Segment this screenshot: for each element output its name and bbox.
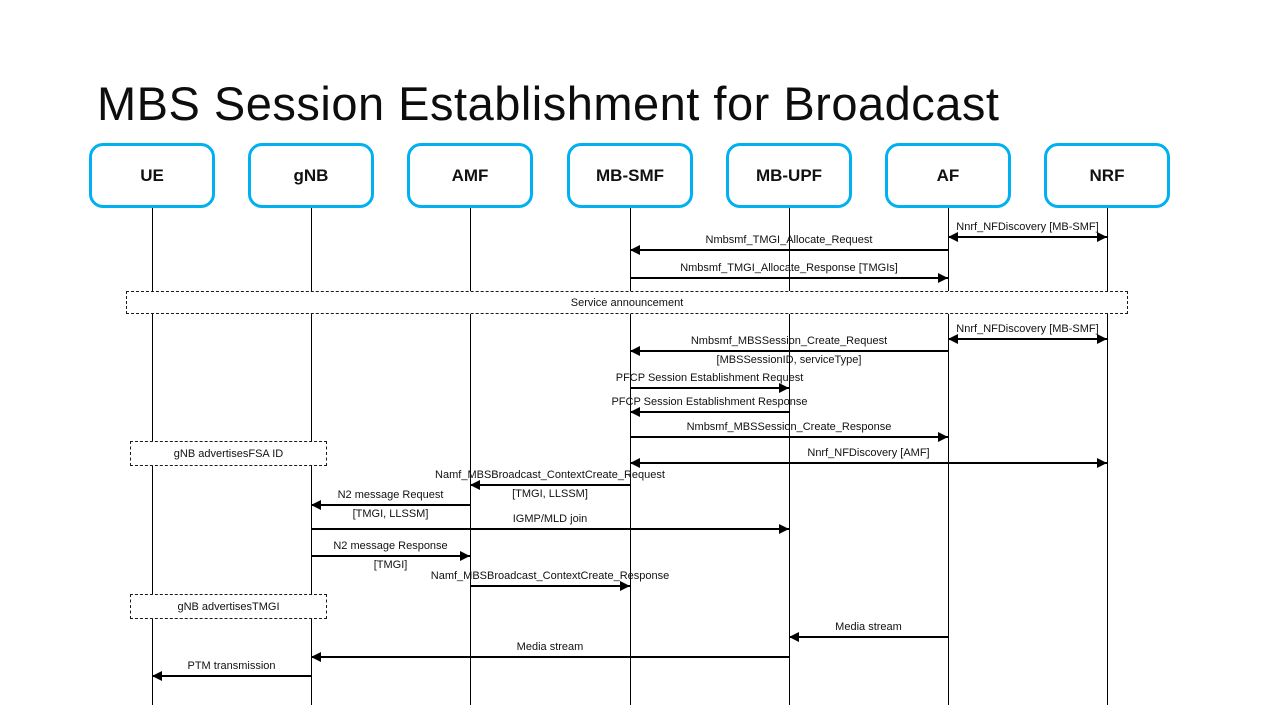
message-igmp-mld-join-label: IGMP/MLD join xyxy=(512,513,588,525)
lifeline-af xyxy=(948,208,949,705)
arrowhead-right-icon xyxy=(1097,232,1107,242)
message-n2-message-response-sublabel: [TMGI] xyxy=(373,559,408,571)
message-nmbsmf-mbssession-create-request-label: Nmbsmf_MBSSession_Create_Request xyxy=(690,335,888,347)
message-n2-message-request-label: N2 message Request xyxy=(337,489,444,501)
message-nmbsmf-tmgi-allocate-request-label: Nmbsmf_TMGI_Allocate_Request xyxy=(705,234,873,246)
message-nnrf-nfdiscovery-mb-smf-line xyxy=(948,338,1107,340)
actor-box-ue: UE xyxy=(89,143,215,208)
message-igmp-mld-join-line xyxy=(311,528,789,530)
arrowhead-left-icon xyxy=(630,407,640,417)
actor-box-nrf: NRF xyxy=(1044,143,1170,208)
arrowhead-left-icon xyxy=(470,480,480,490)
message-namf-mbsbroadcast-contextcreate-response-line xyxy=(470,585,630,587)
arrowhead-right-icon xyxy=(460,551,470,561)
message-nmbsmf-tmgi-allocate-response-tmgis-line xyxy=(630,277,948,279)
note-gnb-advertisesfsa-id: gNB advertisesFSA ID xyxy=(130,441,327,466)
actor-box-amf: AMF xyxy=(407,143,533,208)
arrowhead-right-icon xyxy=(938,273,948,283)
arrowhead-right-icon xyxy=(1097,458,1107,468)
actor-box-af: AF xyxy=(885,143,1011,208)
arrowhead-left-icon xyxy=(630,346,640,356)
message-namf-mbsbroadcast-contextcreate-response-label: Namf_MBSBroadcast_ContextCreate_Response xyxy=(430,570,670,582)
message-nmbsmf-mbssession-create-request-line xyxy=(630,350,948,352)
message-pfcp-session-establishment-request-label: PFCP Session Establishment Request xyxy=(615,372,804,384)
message-nnrf-nfdiscovery-amf-label: Nnrf_NFDiscovery [AMF] xyxy=(807,447,930,459)
message-namf-mbsbroadcast-contextcreate-request-label: Namf_MBSBroadcast_ContextCreate_Request xyxy=(435,469,665,481)
arrowhead-right-icon xyxy=(1097,334,1107,344)
message-media-stream-label: Media stream xyxy=(835,621,902,633)
arrowhead-left-icon xyxy=(630,245,640,255)
message-pfcp-session-establishment-response-label: PFCP Session Establishment Response xyxy=(611,396,808,408)
message-nmbsmf-tmgi-allocate-response-tmgis-label: Nmbsmf_TMGI_Allocate_Response [TMGIs] xyxy=(680,262,898,274)
note-service-announcement: Service announcement xyxy=(126,291,1128,314)
arrowhead-right-icon xyxy=(779,524,789,534)
message-n2-message-request-line xyxy=(311,504,470,506)
arrowhead-left-icon xyxy=(948,232,958,242)
message-nnrf-nfdiscovery-mb-smf-label: Nnrf_NFDiscovery [MB-SMF] xyxy=(956,221,1099,233)
arrowhead-right-icon xyxy=(938,432,948,442)
message-nmbsmf-mbssession-create-response-line xyxy=(630,436,948,438)
actor-box-gnb: gNB xyxy=(248,143,374,208)
message-nnrf-nfdiscovery-amf-line xyxy=(630,462,1107,464)
note-gnb-advertisestmgi: gNB advertisesTMGI xyxy=(130,594,327,619)
lifeline-nrf xyxy=(1107,208,1108,705)
message-nnrf-nfdiscovery-mb-smf-label: Nnrf_NFDiscovery [MB-SMF] xyxy=(956,323,1099,335)
lifeline-mb-upf xyxy=(789,208,790,705)
arrowhead-left-icon xyxy=(311,652,321,662)
message-pfcp-session-establishment-request-line xyxy=(630,387,789,389)
message-namf-mbsbroadcast-contextcreate-request-line xyxy=(470,484,630,486)
lifeline-amf xyxy=(470,208,471,705)
arrowhead-left-icon xyxy=(789,632,799,642)
message-n2-message-request-sublabel: [TMGI, LLSSM] xyxy=(352,508,429,520)
message-nmbsmf-tmgi-allocate-request-line xyxy=(630,249,948,251)
message-pfcp-session-establishment-response-line xyxy=(630,411,789,413)
message-n2-message-response-label: N2 message Response xyxy=(333,540,448,552)
arrowhead-left-icon xyxy=(152,671,162,681)
message-media-stream-line xyxy=(789,636,948,638)
message-ptm-transmission-line xyxy=(152,675,311,677)
message-nnrf-nfdiscovery-mb-smf-line xyxy=(948,236,1107,238)
arrowhead-left-icon xyxy=(311,500,321,510)
actor-box-mb-smf: MB-SMF xyxy=(567,143,693,208)
arrowhead-right-icon xyxy=(620,581,630,591)
message-namf-mbsbroadcast-contextcreate-request-sublabel: [TMGI, LLSSM] xyxy=(512,488,588,500)
arrowhead-left-icon xyxy=(948,334,958,344)
arrowhead-left-icon xyxy=(630,458,640,468)
message-ptm-transmission-label: PTM transmission xyxy=(187,660,276,672)
actor-box-mb-upf: MB-UPF xyxy=(726,143,852,208)
arrowhead-right-icon xyxy=(779,383,789,393)
page-title: MBS Session Establishment for Broadcast xyxy=(97,77,1000,130)
message-media-stream-label: Media stream xyxy=(516,641,584,653)
message-media-stream-line xyxy=(311,656,789,658)
message-nmbsmf-mbssession-create-response-label: Nmbsmf_MBSSession_Create_Response xyxy=(686,421,892,433)
message-nmbsmf-mbssession-create-request-sublabel: [MBSSessionID, serviceType] xyxy=(716,354,862,366)
lifeline-mb-smf xyxy=(630,208,631,705)
message-n2-message-response-line xyxy=(311,555,470,557)
